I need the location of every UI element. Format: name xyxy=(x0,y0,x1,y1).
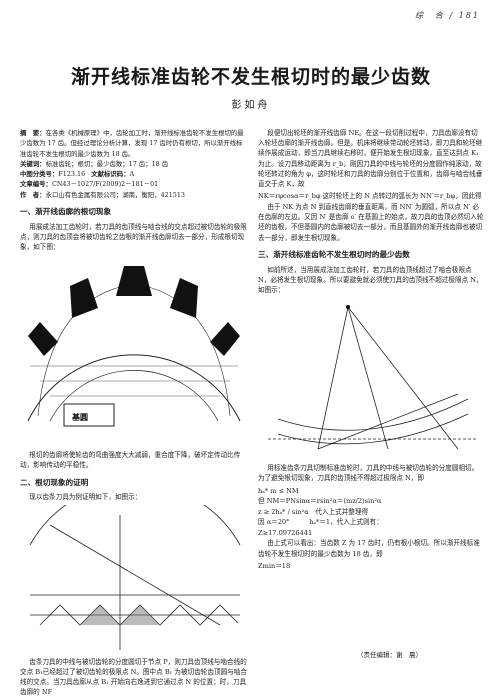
equation-1: NK＝rφcosα＝r_bφ 这时轮坯上的 N 点转过的弧长为 NN′＝r_bφ… xyxy=(258,192,482,201)
equation-7: Zmin＝18 xyxy=(258,561,291,570)
right-paragraph-1: 段便切出轮坯的渐开线齿廓 NE。在这一段切削过程中，刀具齿廓没有切入轮坯齿廓的渐… xyxy=(258,129,483,189)
abstract-text: 在各类《机械原理》中，齿轮加工时，渐开线标准齿轮不发生根切的最少齿数为 17 齿… xyxy=(20,129,244,158)
doc-code-label: 文献标识码： xyxy=(91,170,130,178)
figure-1-caption-text: 根切的齿廓将使轮齿的弯曲强度大大减弱，重合度下降，破坏定传动比传动，影响传动的平… xyxy=(20,451,241,470)
base-circle-arc xyxy=(27,354,241,422)
section-3-title: 三、渐开线标准齿轮不发生根切时的最少齿数 xyxy=(258,249,410,259)
equation-4: z ≥ 2hₐ* / sin²α 代入上式并整理得 xyxy=(258,507,369,516)
section-2-paragraph: 现以齿条刀具为例证明如下，如图示： xyxy=(29,493,142,502)
clc-value: F123.16 xyxy=(58,170,86,178)
paper-title: 渐开线标准齿轮不发生根切时的最少齿数 xyxy=(70,66,431,88)
doc-code-value: A xyxy=(129,170,135,178)
article-number-label: 文章编号： xyxy=(20,180,52,189)
affiliation-value: 永口山有色金属有限公司；湖南，衡阳，421513 xyxy=(45,190,185,199)
clc-label: 中图分类号： xyxy=(20,170,59,178)
keywords-label: 关键词： xyxy=(20,159,46,168)
gear-tooth-top xyxy=(116,266,152,297)
abstract-label: 摘 要： xyxy=(20,129,46,137)
figure-3-tooth-geometry xyxy=(268,305,478,450)
base-circle-label-box xyxy=(63,403,115,427)
section-1-paragraph: 用展成法加工齿轮时，若刀具的齿顶线与啮合线的交点超过被切齿轮的极限点，则刀具的齿… xyxy=(20,222,247,251)
journal-header: 综 合 / 181 xyxy=(414,11,480,20)
base-circle-label: 基圆 xyxy=(71,412,88,422)
keywords: 关键词：标准齿轮；根切；最少齿数；17 齿；18 齿 xyxy=(20,159,248,169)
affiliation-label: 作 者： xyxy=(20,190,46,199)
classification: 中图分类号：F123.16 文献标识码：A xyxy=(20,169,248,179)
right-paragraph-4: 用标准齿条刀具切制标准齿轮时，刀具的中线与被切齿轮的分度圆相切。为了避免根切现象… xyxy=(258,464,479,483)
section-1-title: 一、渐开线齿廓的根切现象 xyxy=(20,206,112,216)
article-number: 文章编号：CN43－1027/F(2009)2－181－01 xyxy=(20,179,248,189)
gear-tooth-far-left xyxy=(28,322,58,357)
abstract: 摘 要：在各类《机械原理》中，齿轮加工时，渐开线标准齿轮不发生根切的最少齿数为 … xyxy=(20,128,248,159)
editor-credit: （责任编辑：谢 晨） xyxy=(357,651,422,659)
equation-6: Z≥17.09726441 xyxy=(258,528,313,537)
right-paragraph-2: 由于 NK 为点 N 到直线齿廓的垂直距离，而 NN′ 为圆弧，所以点 N′ 必… xyxy=(258,202,484,242)
affiliation: 作 者：永口山有色金属有限公司；湖南，衡阳，421513 xyxy=(20,190,248,200)
equation-5: 因 α＝20° hₐ*＝1，代入上式则有： xyxy=(258,518,383,527)
root-circle-arc xyxy=(49,370,219,422)
gear-tooth-far-right xyxy=(210,322,240,357)
section-2-title: 二、根切现象的证明 xyxy=(20,477,89,487)
keywords-text: 标准齿轮；根切；最少齿数；17 齿；18 齿 xyxy=(45,159,169,168)
left-bottom-paragraph: 齿条刀具的中线与被切齿轮的分度圆切于节点 P，则刀具齿顶线与啮合线的交点 B₁已… xyxy=(20,657,247,697)
gear-tooth-right xyxy=(170,278,198,319)
equation-2: hₐ* m ≤ NM xyxy=(258,486,299,495)
left-column: 摘 要：在各类《机械原理》中，齿轮加工时，渐开线标准齿轮不发生根切的最少齿数为 … xyxy=(20,128,248,699)
figure-1-undercut: 基圆 xyxy=(27,266,241,427)
right-paragraph-3: 如前所述，当用展成法加工齿轮时，若刀具的齿顶线超过了啮合极限点 N，必将发生根切… xyxy=(258,265,483,294)
author-name: 彭如舟 xyxy=(231,100,271,111)
equation-3: 但 NM＝PNsinα＝rsin²α＝(mz/2)sin²α xyxy=(258,497,382,506)
right-paragraph-5: 由上式可以看出：当齿数 Z 为 17 齿时，仍有根小根切。所以渐开线标准齿轮不发… xyxy=(258,539,480,558)
figure-2-rack-cutter xyxy=(29,504,241,650)
gear-tooth-left xyxy=(70,278,98,319)
right-column: 段便切出轮坯的渐开线齿廓 NE。在这一段切削过程中，刀具齿廓没有切入轮坯齿廓的渐… xyxy=(258,128,484,571)
article-number-value: CN43－1027/F(2009)2－181－01 xyxy=(51,180,159,189)
